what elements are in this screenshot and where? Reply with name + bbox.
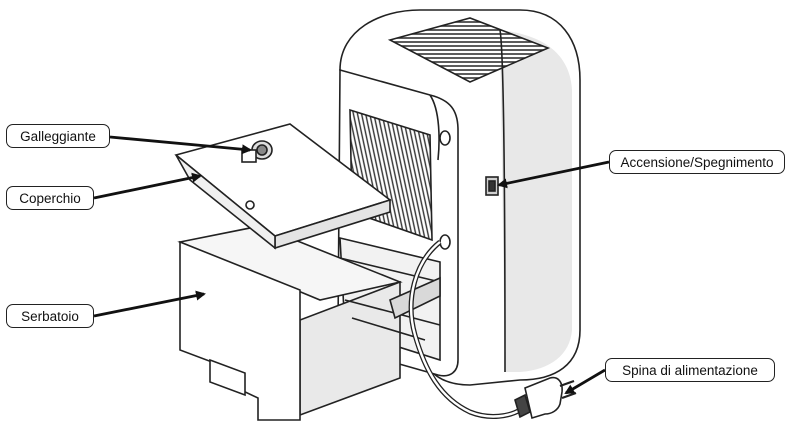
- label-coperchio-text: Coperchio: [19, 190, 81, 206]
- label-accensione: Accensione/Spegnimento: [609, 150, 785, 174]
- water-tank: [177, 225, 441, 421]
- leader-galleggiante: [109, 135, 252, 155]
- label-spina: Spina di alimentazione: [605, 358, 775, 382]
- label-galleggiante: Galleggiante: [6, 124, 110, 148]
- leader-serbatoio: [93, 290, 206, 318]
- leader-coperchio: [93, 172, 202, 200]
- label-serbatoio-text: Serbatoio: [21, 308, 79, 324]
- leader-spina: [564, 368, 606, 395]
- leader-lines: [93, 135, 610, 395]
- label-accensione-text: Accensione/Spegnimento: [620, 154, 774, 170]
- power-plug: [514, 376, 577, 420]
- leader-accensione: [497, 160, 610, 189]
- label-galleggiante-text: Galleggiante: [20, 128, 96, 144]
- label-coperchio: Coperchio: [6, 186, 94, 210]
- label-spina-text: Spina di alimentazione: [622, 362, 758, 378]
- power-cord: [408, 240, 522, 419]
- label-serbatoio: Serbatoio: [6, 304, 94, 328]
